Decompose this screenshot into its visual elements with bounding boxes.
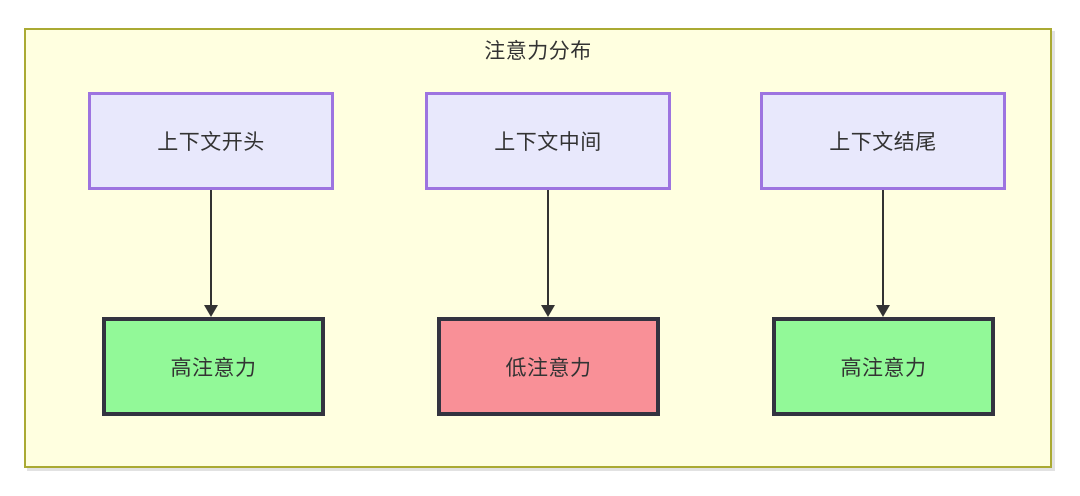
arrow-down-icon <box>204 305 218 317</box>
node-label: 上下文中间 <box>494 131 602 154</box>
node-label: 上下文开头 <box>157 131 265 154</box>
arrow-down-icon <box>541 305 555 317</box>
arrow-down-icon <box>876 305 890 317</box>
edge-line-context-middle-to-attention <box>547 190 549 306</box>
edge-line-context-end-to-attention <box>882 190 884 306</box>
node-context-middle[interactable]: 上下文中间 <box>425 92 671 190</box>
node-context-start[interactable]: 上下文开头 <box>88 92 334 190</box>
node-attention-high-start[interactable]: 高注意力 <box>102 317 325 416</box>
node-label: 高注意力 <box>170 356 257 380</box>
node-attention-low-middle[interactable]: 低注意力 <box>437 317 660 416</box>
node-context-end[interactable]: 上下文结尾 <box>760 92 1006 190</box>
node-label: 低注意力 <box>505 356 592 380</box>
node-label: 上下文结尾 <box>829 131 937 154</box>
node-label: 高注意力 <box>840 356 927 380</box>
node-attention-high-end[interactable]: 高注意力 <box>772 317 995 416</box>
subgraph-title: 注意力分布 <box>484 40 592 63</box>
edge-line-context-start-to-attention <box>210 190 212 306</box>
